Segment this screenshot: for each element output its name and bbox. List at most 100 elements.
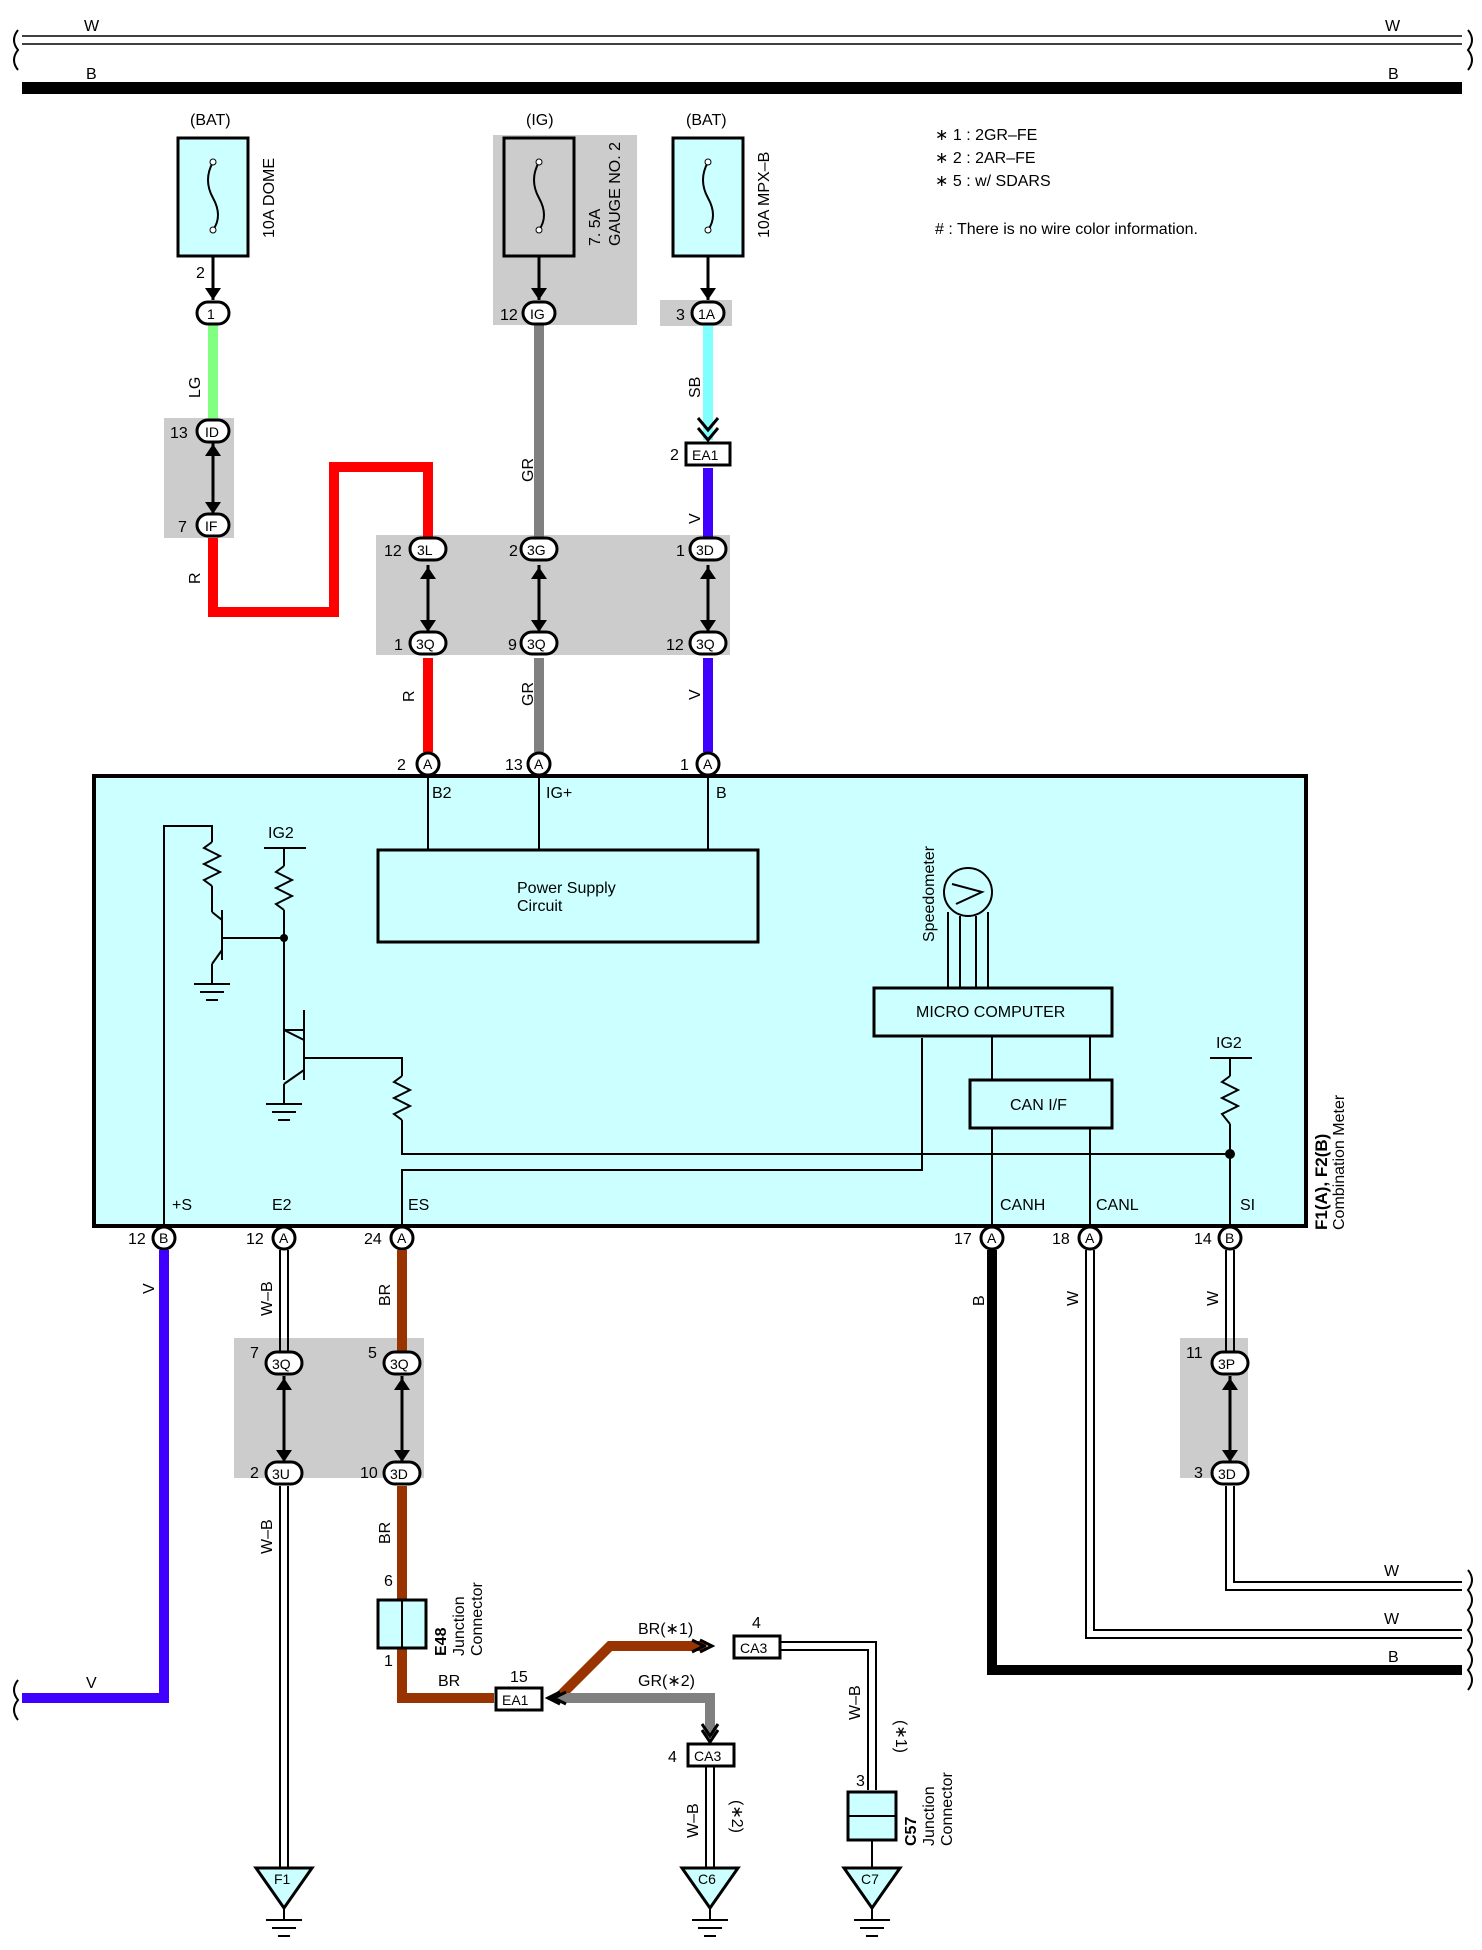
wire-label-wb1: W–B bbox=[259, 1281, 276, 1316]
pin-ca3-top: 4 bbox=[752, 1615, 761, 1632]
fuse-gauge: (IG) 7. 5A GAUGE NO. 2 bbox=[502, 112, 624, 258]
conn-3l: 3L bbox=[417, 542, 433, 558]
meter-canh: CANH bbox=[1000, 1197, 1045, 1214]
conn-b12: B bbox=[159, 1230, 168, 1246]
can-if bbox=[968, 1078, 1114, 1130]
meter-si: SI bbox=[1240, 1197, 1255, 1214]
lower-connectors: 7 3Q 5 3Q 2 3U 10 3D 11 3P 3 3D 6 1 E48 … bbox=[250, 1345, 1250, 1846]
conn-ca3-bot: CA3 bbox=[694, 1748, 721, 1764]
conn-3g: 3G bbox=[527, 542, 546, 558]
bus-w-left: W bbox=[84, 18, 100, 35]
pin-if: 7 bbox=[178, 519, 187, 536]
meter-canl: CANL bbox=[1096, 1197, 1139, 1214]
conn-3d-10: 3D bbox=[390, 1466, 408, 1482]
wire-label-b2: B bbox=[1388, 1649, 1399, 1666]
wire-label-br3: BR bbox=[438, 1673, 460, 1690]
meter-ps: +S bbox=[172, 1197, 192, 1214]
pin-b14: 14 bbox=[1194, 1231, 1212, 1248]
conn-a12: A bbox=[279, 1230, 289, 1246]
fuse-mpx-label: 10A MPX–B bbox=[756, 152, 773, 238]
wire-label-r1: R bbox=[187, 572, 204, 584]
conn-3q-5: 3Q bbox=[390, 1356, 409, 1372]
psu-line-2: Circuit bbox=[517, 898, 563, 915]
conn-3q-a: 3Q bbox=[416, 636, 435, 652]
wire-label-b1: B bbox=[971, 1295, 988, 1306]
meter-ig2-right: IG2 bbox=[1216, 1035, 1242, 1052]
conn-3p-11: 3P bbox=[1218, 1356, 1235, 1372]
e48-line-1: Junction bbox=[451, 1596, 468, 1656]
pin-3q-5: 5 bbox=[368, 1345, 377, 1362]
c57-line-2: Connector bbox=[939, 1772, 956, 1846]
can-label: CAN I/F bbox=[1010, 1097, 1067, 1114]
wire-label-v2: V bbox=[687, 689, 704, 700]
wire-label-w1: W bbox=[1065, 1290, 1082, 1306]
conn-3d-3: 3D bbox=[1218, 1466, 1236, 1482]
wire-label-lg: LG bbox=[187, 377, 204, 398]
wire-label-wb4: W–B bbox=[685, 1803, 702, 1838]
wire-label-r2: R bbox=[401, 690, 418, 702]
conn-3d-top: 3D bbox=[696, 542, 714, 558]
wire-label-gr1: GR bbox=[520, 458, 537, 482]
pin-3q-a: 1 bbox=[394, 637, 403, 654]
speedometer-label: Speedometer bbox=[921, 845, 938, 942]
fuse-gauge-label-1: 7. 5A bbox=[587, 208, 604, 246]
fuse-gauge-source: (IG) bbox=[526, 112, 554, 129]
fuse-dome-source: (BAT) bbox=[190, 112, 231, 129]
lower-arrows bbox=[276, 1378, 1238, 1745]
wire-label-gr-star2: GR(∗2) bbox=[638, 1673, 695, 1690]
legend-note-5: ∗ 5 : w/ SDARS bbox=[935, 173, 1051, 190]
pin-ca3-bot: 4 bbox=[668, 1749, 677, 1766]
pin-a18: 18 bbox=[1052, 1231, 1070, 1248]
e48-id: E48 bbox=[433, 1627, 450, 1656]
upper-wire-labels: LG R R GR GR SB V V bbox=[187, 377, 704, 706]
conn-gauge: IG bbox=[530, 306, 545, 322]
meter-b2: B2 bbox=[432, 785, 452, 802]
wire-label-v1: V bbox=[687, 513, 704, 524]
legend-note-1: ∗ 1 : 2GR–FE bbox=[935, 127, 1037, 144]
pin-c57-3: 3 bbox=[856, 1773, 865, 1790]
legend-note-2: ∗ 2 : 2AR–FE bbox=[935, 150, 1036, 167]
wire-label-w2: W bbox=[1205, 1290, 1222, 1306]
c57-line-1: Junction bbox=[921, 1786, 938, 1846]
pin-b12: 12 bbox=[128, 1231, 146, 1248]
conn-3q-7: 3Q bbox=[272, 1356, 291, 1372]
pin-3d-3: 3 bbox=[1194, 1465, 1203, 1482]
pin-dome: 2 bbox=[196, 265, 205, 282]
wire-label-gr2: GR bbox=[520, 682, 537, 706]
conn-b14: B bbox=[1225, 1230, 1234, 1246]
pin-e48-6: 6 bbox=[384, 1573, 393, 1590]
pin-a13: 13 bbox=[505, 757, 523, 774]
micro-label: MICRO COMPUTER bbox=[916, 1004, 1065, 1021]
wire-label-br-star1: BR(∗1) bbox=[638, 1621, 693, 1638]
pin-3l: 12 bbox=[384, 543, 402, 560]
conn-3u-2: 3U bbox=[272, 1466, 290, 1482]
conn-a2: A bbox=[423, 756, 433, 772]
meter-es: ES bbox=[408, 1197, 429, 1214]
conn-id: ID bbox=[205, 424, 219, 440]
pin-id: 13 bbox=[170, 425, 188, 442]
e48-line-2: Connector bbox=[469, 1582, 486, 1656]
power-supply-circuit bbox=[376, 848, 760, 944]
pin-ea1-top: 2 bbox=[670, 447, 679, 464]
combination-meter: B2 IG+ B Power Supply Circuit bbox=[92, 774, 1348, 1230]
pin-3g: 2 bbox=[509, 543, 518, 560]
pin-3p-11: 11 bbox=[1186, 1345, 1203, 1362]
meter-title-2: Combination Meter bbox=[1331, 1094, 1348, 1230]
fuse-mpx: (BAT) 10A MPX–B bbox=[671, 112, 773, 258]
meter-bottom-pins: 12 B 12 A 24 A 17 A 18 A 14 B bbox=[128, 1225, 1243, 1251]
fuse-dome-label: 10A DOME bbox=[261, 158, 278, 238]
micro-computer bbox=[872, 986, 1114, 1038]
lower-wires bbox=[13, 1250, 1473, 1870]
ground-c6-label: C6 bbox=[698, 1871, 716, 1887]
meter-igp: IG+ bbox=[546, 785, 572, 802]
legend-note-hash: # : There is no wire color information. bbox=[935, 221, 1198, 238]
fuse-gauge-label-2: GAUGE NO. 2 bbox=[607, 142, 624, 246]
top-bus: W W B B bbox=[13, 18, 1473, 94]
wire-label-w3: W bbox=[1384, 1563, 1400, 1580]
conn-a18: A bbox=[1085, 1230, 1095, 1246]
fuse-dome: (BAT) 10A DOME bbox=[176, 112, 278, 258]
conn-dome: 1 bbox=[207, 306, 215, 322]
ground-f1-label: F1 bbox=[274, 1871, 291, 1887]
conn-ca3-top: CA3 bbox=[740, 1640, 767, 1656]
